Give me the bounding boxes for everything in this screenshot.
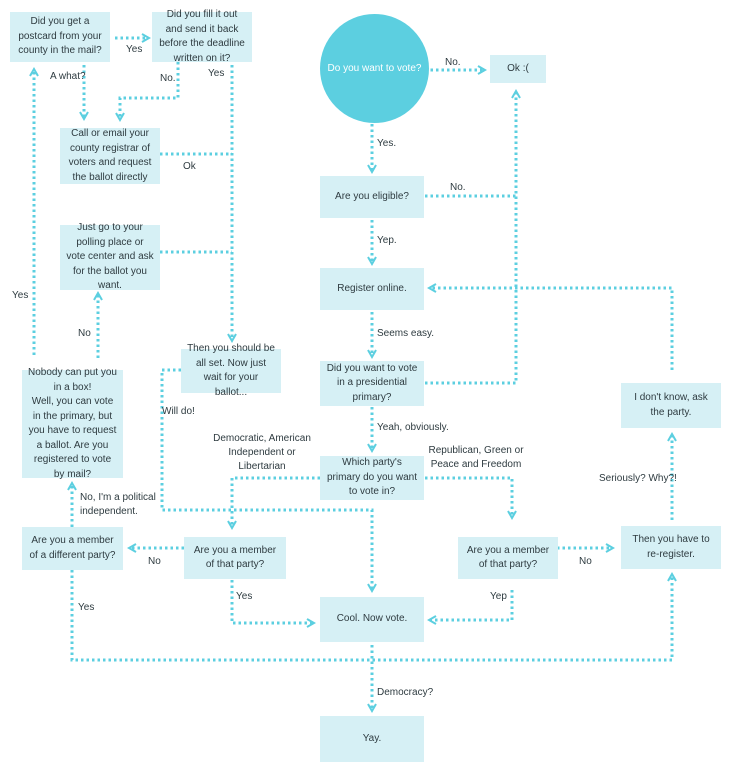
label-no-right: No <box>579 556 592 567</box>
node-member-left: Are you a member of that party? <box>184 537 286 579</box>
edge-primary-to-ok <box>425 196 518 385</box>
label-no-ok: No. <box>445 57 461 68</box>
label-yep-register: Yep. <box>377 235 397 246</box>
node-nobody-box: Nobody can put you in a box! Well, you c… <box>22 367 123 480</box>
label-a-what: A what? <box>50 71 86 82</box>
label-no-filled: No. <box>160 73 176 84</box>
edge-eligible-to-ok <box>425 92 516 198</box>
node-ask-party: I don't know, ask the party. <box>621 383 721 428</box>
label-rep-parties: Republican, Green or Peace and Freedom <box>428 445 524 470</box>
label-yes-left: Yes <box>236 591 253 602</box>
label-ok-call: Ok <box>183 161 196 172</box>
node-postcard: Did you get a postcard from your county … <box>10 12 110 62</box>
node-cool-vote: Cool. Now vote. <box>320 597 424 642</box>
node-member-right: Are you a member of that party? <box>458 537 558 579</box>
label-seems-easy: Seems easy. <box>377 328 435 339</box>
node-different-party: Are you a member of a different party? <box>22 527 123 570</box>
connectors <box>34 38 672 710</box>
node-yay: Yay. <box>320 716 424 762</box>
edge-ask-to-register <box>430 288 674 370</box>
node-re-register: Then you have to re-register. <box>621 526 721 569</box>
edge-allset-to-cool <box>160 368 372 590</box>
edge-filled-to-call <box>120 62 180 119</box>
label-yes-postcard: Yes <box>126 44 143 55</box>
node-polling-place: Just go to your polling place or vote ce… <box>60 222 160 291</box>
label-democracy: Democracy? <box>377 687 434 698</box>
edge-diff-to-rereg <box>70 570 672 662</box>
node-register-online: Register online. <box>320 268 424 310</box>
label-yes-eligible: Yes. <box>377 138 397 149</box>
label-yeah-obviously: Yeah, obviously. <box>377 422 449 433</box>
label-dem-parties: Democratic, American Independent or Libe… <box>213 433 311 472</box>
node-eligible: Are you eligible? <box>320 176 424 218</box>
node-all-set: Then you should be all set. Now just wai… <box>181 343 281 398</box>
edge-which-to-memberleft <box>232 476 320 527</box>
node-filled-out: Did you fill it out and send it back bef… <box>152 9 252 64</box>
label-yes-filled: Yes <box>208 68 225 79</box>
edge-which-to-memberright <box>425 476 512 517</box>
node-call-registrar: Call or email your county registrar of v… <box>60 128 160 184</box>
label-no-left: No <box>148 556 161 567</box>
label-no-polling: No <box>78 328 91 339</box>
label-no-independent: No, I'm a political independent. <box>80 492 156 517</box>
label-yep-right: Yep <box>490 591 507 602</box>
label-yes-big: Yes <box>12 290 29 301</box>
label-will-do: Will do! <box>162 406 195 417</box>
label-seriously: Seriously? Why?! <box>599 473 677 484</box>
label-yes-diff: Yes <box>78 602 95 613</box>
label-no-eligible: No. <box>450 182 466 193</box>
node-ok-sad: Ok :( <box>490 55 546 83</box>
node-want-to-vote: Do you want to vote? <box>320 14 429 123</box>
node-which-party: Which party's primary do you want to vot… <box>320 456 424 500</box>
edge-memberright-to-cool <box>430 590 514 620</box>
node-presidential-primary: Did you want to vote in a presidential p… <box>320 361 424 406</box>
